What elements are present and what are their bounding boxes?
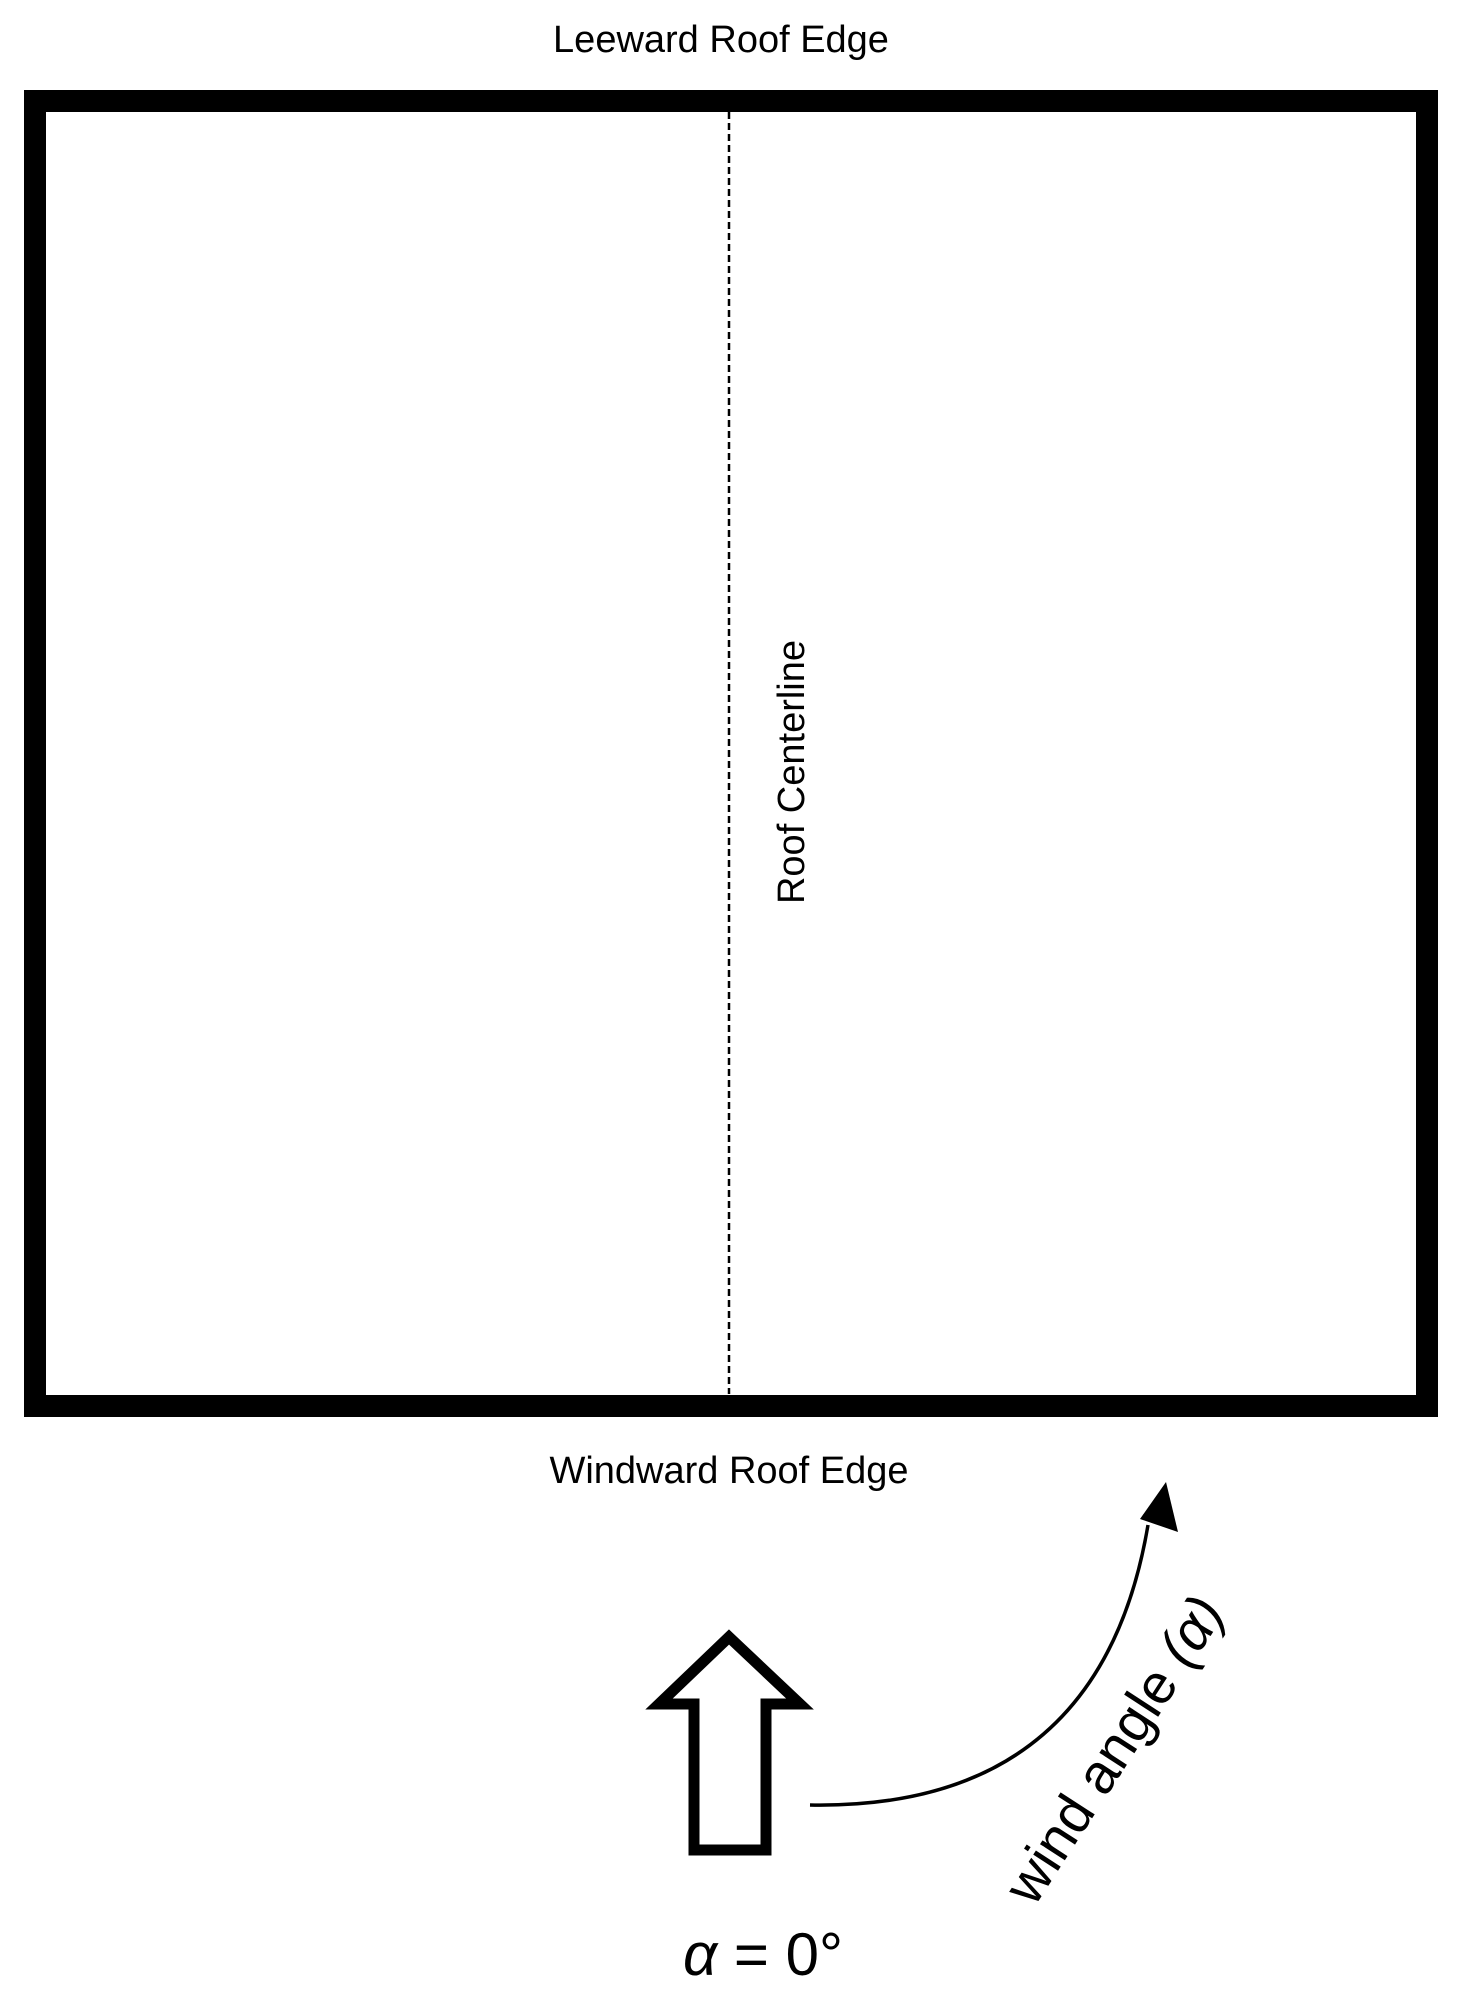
wind-angle-label: wind angle (α)	[991, 1584, 1236, 1915]
roof-outline	[24, 90, 1438, 1417]
leeward-edge-label: Leeward Roof Edge	[553, 19, 889, 61]
windward-edge-label: Windward Roof Edge	[549, 1450, 908, 1492]
curved-arrow-icon	[809, 1524, 1150, 1807]
zero-angle-label: α = 0°	[683, 1921, 843, 1988]
centerline-label: Roof Centerline	[771, 640, 813, 904]
curved-arrow-head-icon	[1140, 1482, 1178, 1532]
up-arrow-icon	[645, 1629, 814, 1856]
